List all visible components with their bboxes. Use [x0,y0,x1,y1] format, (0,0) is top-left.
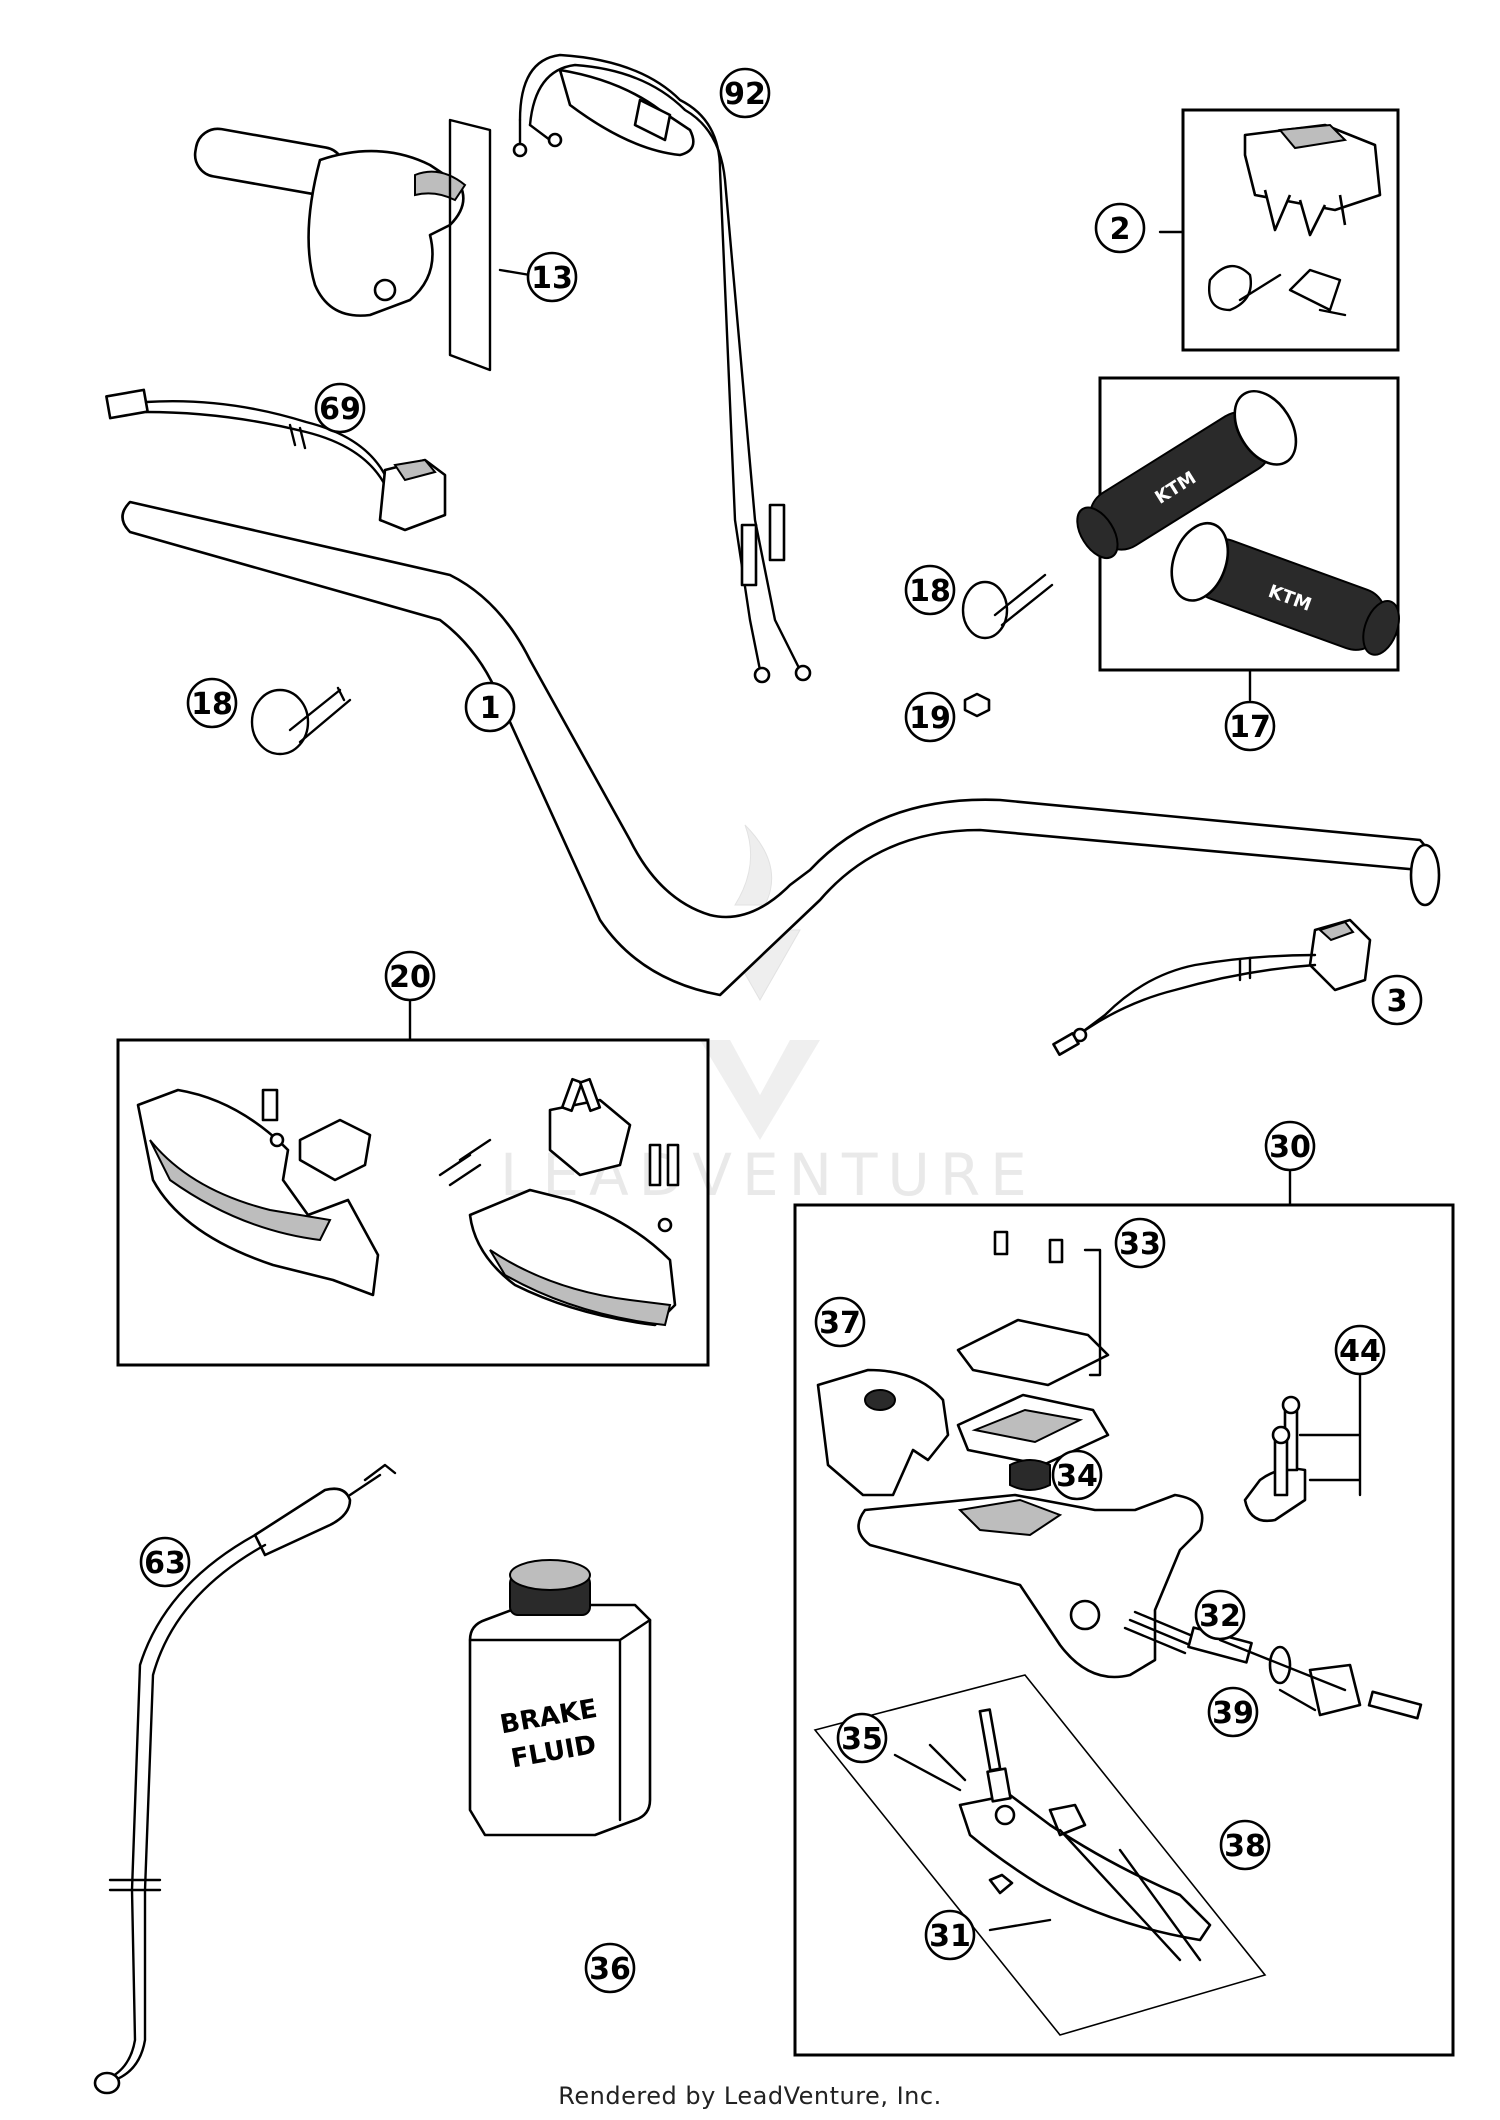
part-2-kit [1181,108,1400,352]
svg-text:13: 13 [531,261,573,296]
nut-19 [963,692,991,718]
callout-37[interactable]: 37 [814,1296,866,1348]
handguard-kit-20 [116,998,710,1367]
svg-text:37: 37 [819,1306,861,1341]
grips-17: KTM KTM [1076,376,1400,702]
svg-text:44: 44 [1339,1334,1381,1369]
svg-text:17: 17 [1229,710,1271,745]
credit-line: Rendered by LeadVenture, Inc. [558,2082,942,2110]
svg-text:18: 18 [909,574,951,609]
svg-text:20: 20 [389,960,431,995]
callout-3[interactable]: 3 [1371,974,1423,1026]
svg-text:63: 63 [144,1546,186,1581]
svg-text:33: 33 [1119,1227,1161,1262]
svg-text:38: 38 [1224,1829,1266,1864]
svg-text:31: 31 [929,1919,971,1954]
switch-69 [105,388,447,532]
callout-33[interactable]: 33 [1114,1217,1166,1269]
throttle-cables-92 [512,53,812,684]
callout-63[interactable]: 63 [139,1536,191,1588]
cable-tie-18-left [250,686,352,756]
svg-text:69: 69 [319,392,361,427]
callout-20[interactable]: 20 [384,950,436,1002]
callout-31[interactable]: 31 [924,1909,976,1961]
callout-32[interactable]: 32 [1194,1589,1246,1641]
svg-text:2: 2 [1110,212,1131,247]
svg-text:92: 92 [724,77,766,112]
callout-69[interactable]: 69 [314,382,366,434]
callout-17[interactable]: 17 [1224,700,1276,752]
callout-36[interactable]: 36 [584,1942,636,1994]
callout-38[interactable]: 38 [1219,1819,1271,1871]
svg-text:19: 19 [909,701,951,736]
svg-text:39: 39 [1212,1696,1254,1731]
svg-text:36: 36 [589,1952,631,1987]
cable-tie-18-right [961,573,1054,640]
leader-lines [498,230,1362,1962]
svg-text:34: 34 [1056,1459,1098,1494]
callout-19[interactable]: 19 [904,691,956,743]
svg-text:35: 35 [841,1722,883,1757]
callout-30[interactable]: 30 [1264,1120,1316,1172]
callout-1[interactable]: 1 [464,681,516,733]
svg-text:30: 30 [1269,1130,1311,1165]
svg-text:32: 32 [1199,1599,1241,1634]
svg-text:1: 1 [480,691,501,726]
callout-18-right[interactable]: 18 [904,564,956,616]
svg-text:3: 3 [1387,984,1408,1019]
callout-2[interactable]: 2 [1094,202,1146,254]
throttle-grip-13 [193,118,492,372]
callout-13[interactable]: 13 [526,251,578,303]
svg-text:18: 18 [191,687,233,722]
brake-fluid-bottle-36: BRAKE FLUID [468,1559,652,1837]
switch-3 [1052,918,1372,1056]
cable-63 [93,1463,397,2095]
callout-34[interactable]: 34 [1051,1449,1103,1501]
callout-92[interactable]: 92 [719,67,771,119]
callout-44[interactable]: 44 [1334,1324,1386,1376]
callout-35[interactable]: 35 [836,1712,888,1764]
callouts: 92 13 2 69 17 18 18 1 19 20 3 30 33 37 4… [139,67,1423,1994]
callout-39[interactable]: 39 [1207,1686,1259,1738]
brake-master-cylinder-30 [793,1168,1455,2057]
callout-18-left[interactable]: 18 [186,677,238,729]
